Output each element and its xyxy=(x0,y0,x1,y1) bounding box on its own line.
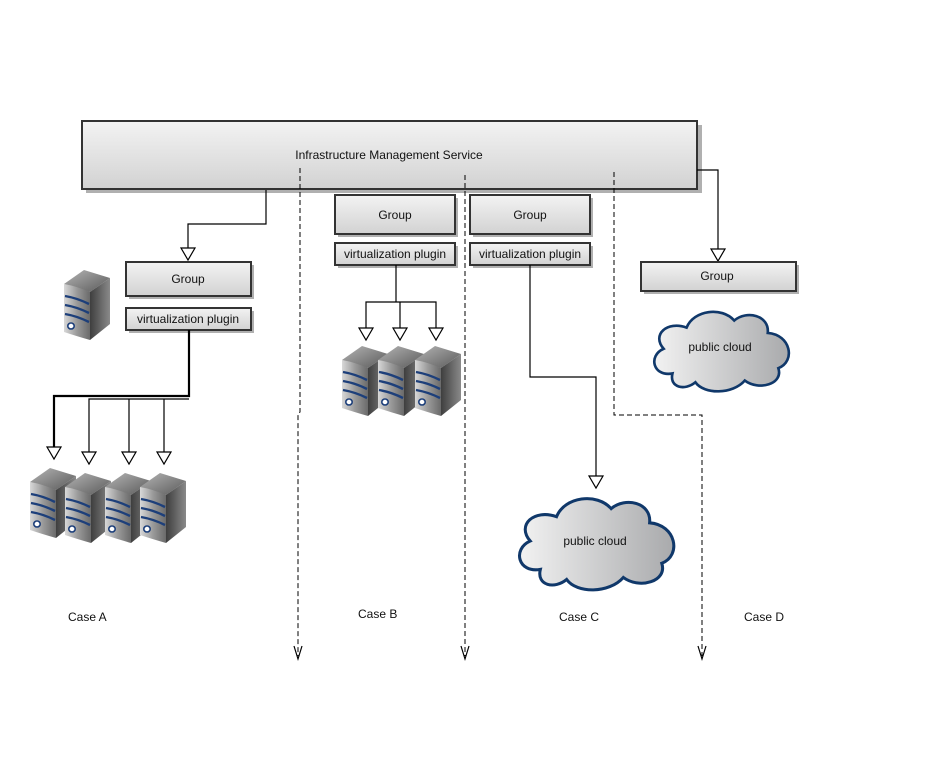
plugin-a-branch-connectors xyxy=(88,398,189,452)
ims-to-group-a-connector xyxy=(187,190,267,248)
group-d-label: Group xyxy=(700,269,734,283)
cloud-d-label: public cloud xyxy=(688,340,751,354)
case-a: Group virtualization plugin Case A xyxy=(28,190,267,624)
arrow-head-icon xyxy=(120,451,138,466)
arrow-head-icon xyxy=(179,247,197,262)
plugin-a-label: virtualization plugin xyxy=(137,312,239,326)
group-c-box[interactable]: Group xyxy=(469,194,593,237)
plugin-c-label: virtualization plugin xyxy=(479,247,581,261)
group-a-label: Group xyxy=(171,272,205,286)
arrow-head-icon xyxy=(587,475,605,490)
separator-bc-arrow-icon xyxy=(460,645,470,662)
arrow-head-icon xyxy=(391,327,409,342)
cloud-c-label: public cloud xyxy=(563,534,626,548)
case-separators xyxy=(293,168,707,662)
server-icon xyxy=(138,471,188,545)
case-d-label: Case D xyxy=(744,610,784,624)
server-icon xyxy=(63,471,113,545)
separator-cd-arrow-icon xyxy=(697,645,707,662)
group-a-box[interactable]: Group xyxy=(125,261,254,299)
separator-cd xyxy=(613,172,703,656)
ims-to-group-d-connector xyxy=(697,169,719,249)
arrow-head-icon xyxy=(45,446,63,461)
arrow-head-icon xyxy=(155,451,173,466)
separator-ab-arrow-icon xyxy=(293,645,303,662)
separator-ab xyxy=(297,168,301,656)
public-cloud-d[interactable]: public cloud xyxy=(652,310,791,393)
case-c: Group virtualization plugin public cloud… xyxy=(469,194,676,624)
plugin-b-label: virtualization plugin xyxy=(344,247,446,261)
server-icon xyxy=(62,268,112,342)
arrow-head-icon xyxy=(709,248,727,263)
plugin-a-box[interactable]: virtualization plugin xyxy=(125,307,254,333)
plugin-c-box[interactable]: virtualization plugin xyxy=(469,242,593,268)
ims-label: Infrastructure Management Service xyxy=(295,148,483,162)
case-a-label: Case A xyxy=(68,610,107,624)
group-d-box[interactable]: Group xyxy=(640,261,799,294)
arrow-head-icon xyxy=(80,451,98,466)
case-b-label: Case B xyxy=(358,607,397,621)
group-b-label: Group xyxy=(378,208,412,222)
plugin-c-connector xyxy=(529,265,597,476)
server-icon xyxy=(413,344,463,418)
group-c-label: Group xyxy=(513,208,547,222)
arrow-head-icon xyxy=(427,327,445,342)
case-d: Group public cloud Case D xyxy=(640,169,799,624)
plugin-b-connectors xyxy=(365,265,437,328)
plugin-a-connector xyxy=(52,330,191,448)
plugin-b-box[interactable]: virtualization plugin xyxy=(334,242,458,268)
case-c-label: Case C xyxy=(559,610,599,624)
public-cloud-c[interactable]: public cloud xyxy=(517,497,676,592)
arrow-head-icon xyxy=(357,327,375,342)
case-b: Group virtualization plugin Case B xyxy=(334,194,463,621)
group-b-box[interactable]: Group xyxy=(334,194,458,237)
ims-box[interactable]: Infrastructure Management Service xyxy=(81,120,702,193)
